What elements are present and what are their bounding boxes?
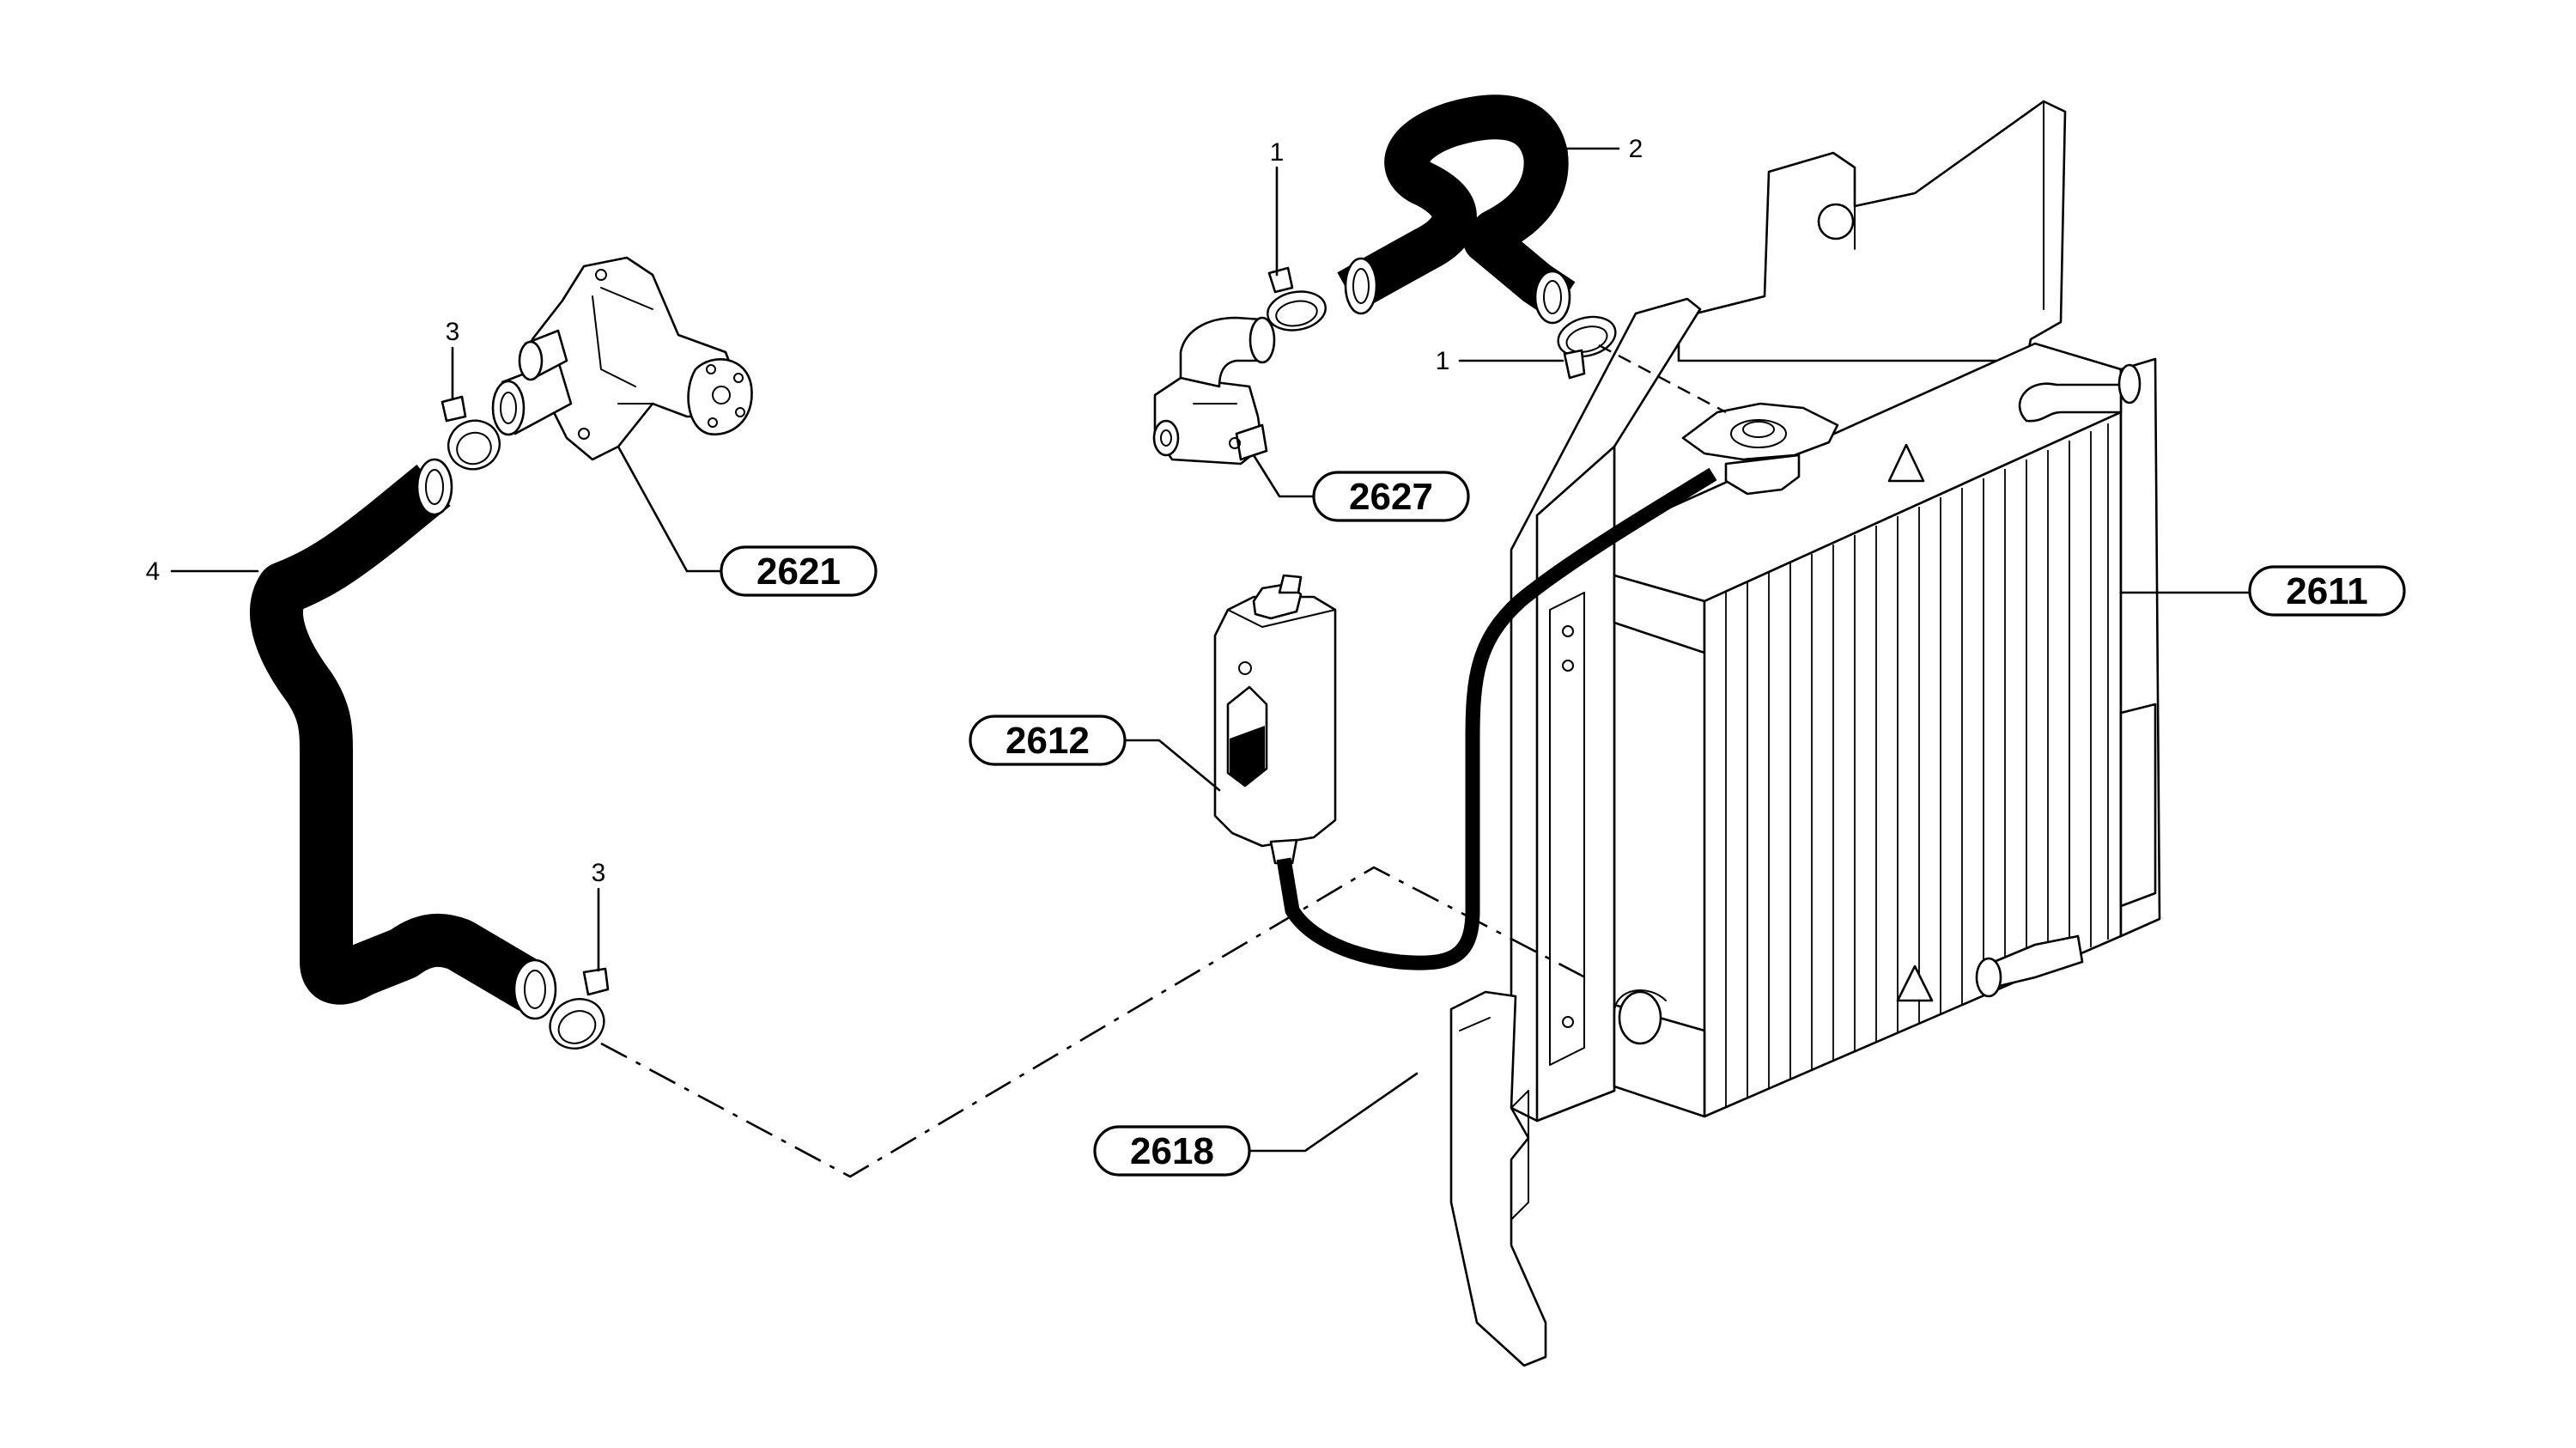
bracket-hole (1817, 203, 1855, 240)
assembly-line-lower (600, 866, 1589, 1178)
thermostat-housing (1152, 316, 1276, 465)
callout-2612-label: 2612 (1005, 720, 1090, 762)
leader-2627 (1252, 453, 1315, 498)
callout-2612: 2612 (969, 715, 1127, 766)
item-number-2: 2 (1629, 135, 1643, 163)
callout-2618: 2618 (1093, 1125, 1251, 1177)
hose-clamp-lower (549, 967, 610, 1049)
radiator-right-bracket (2119, 703, 2157, 908)
radiator-bracket (1677, 100, 2067, 362)
leader-2618 (1248, 1072, 1419, 1153)
expansion-tank (1213, 574, 1337, 865)
item-number-1-right: 1 (1436, 347, 1450, 375)
radiator-filler-neck (1724, 453, 1801, 496)
fan-shroud-body (1449, 990, 1547, 1367)
hose-clamp-pump (440, 395, 501, 471)
radiator (1510, 100, 2161, 1123)
leader-2621 (617, 445, 723, 573)
upper-hose-left-end (1344, 257, 1378, 315)
water-pump-pulley-flange (687, 358, 753, 436)
thermostat-housing-sensor (1235, 423, 1268, 461)
callout-2627-label: 2627 (1349, 476, 1433, 518)
assembly-line-upper (1598, 344, 1727, 414)
radiator-fins (1725, 423, 2109, 1108)
item-number-1-left: 1 (1270, 138, 1285, 167)
lower-hose-pump-end (416, 458, 453, 516)
radiator-cap (1681, 402, 1839, 461)
upper-hose-right-end (1534, 270, 1571, 325)
lower-hose (250, 458, 557, 1020)
item-number-3-pump: 3 (446, 318, 460, 346)
hose-clamp-upper-left (1267, 266, 1327, 332)
callout-2621-label: 2621 (756, 551, 841, 593)
callout-2611: 2611 (2248, 565, 2406, 617)
fan-shroud (1449, 990, 1547, 1367)
callout-2627: 2627 (1312, 471, 1470, 522)
radiator-inlet-pipe (2018, 382, 2123, 423)
hose-clamp-upper-right (1557, 315, 1617, 380)
callout-2611-label: 2611 (2286, 570, 2367, 612)
item-number-4: 4 (146, 557, 161, 586)
overflow-hose (1276, 467, 1717, 970)
radiator-warning-triangle-top (1887, 443, 1925, 483)
callout-2621: 2621 (720, 545, 878, 597)
lower-hose-radiator-end (513, 958, 557, 1020)
callout-2618-label: 2618 (1130, 1130, 1214, 1172)
radiator-warning-triangle-bottom (1896, 964, 1934, 1002)
item-number-3-lower: 3 (592, 859, 606, 887)
water-pump (491, 256, 753, 461)
radiator-left-plate (1535, 445, 1616, 1123)
upper-hose (1337, 94, 1576, 325)
thermostat-housing-elbow (1179, 316, 1268, 388)
leader-2612 (1123, 739, 1221, 792)
